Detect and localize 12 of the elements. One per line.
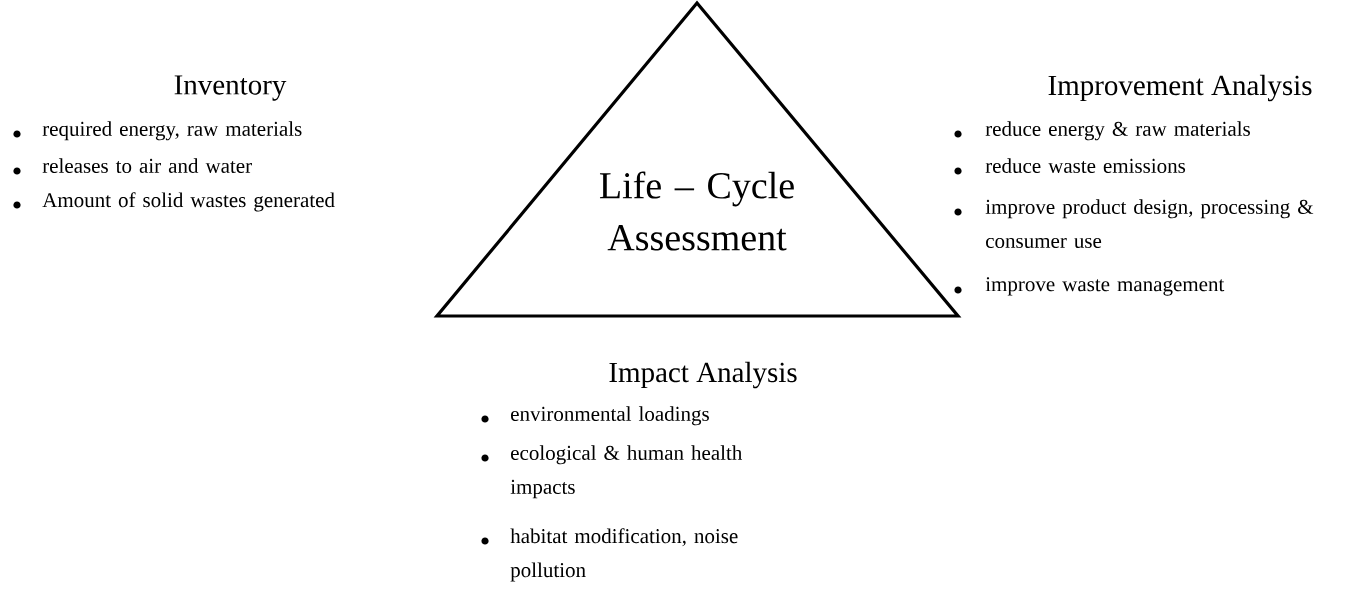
list-item: releases to air and water — [42, 158, 252, 173]
list-item: environmental loadings — [511, 406, 709, 426]
list-item: required energy, raw materials — [42, 121, 302, 141]
section-heading: Improvement Analysis — [1048, 74, 1312, 102]
section-heading: Inventory — [174, 75, 287, 101]
list-item: habitat modification, noise pollution — [510, 528, 738, 582]
list-item: reduce energy & raw materials — [985, 121, 1250, 141]
section-heading: Impact Analysis — [609, 361, 797, 389]
list-item: Amount of solid wastes generated — [42, 192, 335, 212]
list-item: reduce waste emissions — [985, 158, 1186, 173]
list-item: improve waste management — [985, 277, 1225, 296]
list-item: ecological & human health impacts — [510, 445, 743, 499]
